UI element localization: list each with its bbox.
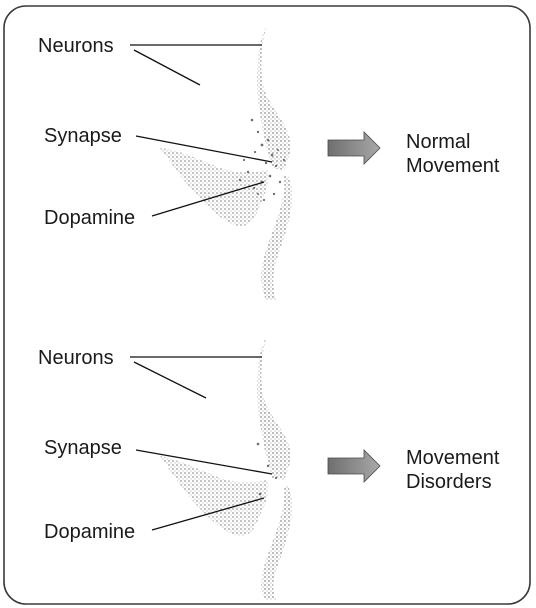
label-neurons: Neurons (38, 34, 114, 58)
outcome-label-normal: Normal Movement (406, 130, 499, 178)
outcome-label-disorder: Movement Disorders (406, 446, 499, 494)
panel-normal (130, 28, 292, 300)
lower-neuron-shape (261, 486, 292, 600)
outcome-line-1: Movement (406, 446, 499, 470)
label-dopamine: Dopamine (44, 206, 135, 230)
outcome-line-2: Disorders (406, 470, 499, 494)
right-arrow-icon (328, 450, 380, 482)
panel-disorder (130, 338, 292, 600)
label-neurons: Neurons (38, 346, 114, 370)
label-synapse: Synapse (44, 124, 122, 148)
terminal-shape (160, 148, 268, 226)
label-synapse: Synapse (44, 436, 122, 460)
upper-neuron-shape (257, 28, 290, 170)
terminal-shape (160, 456, 268, 536)
outcome-line-1: Normal (406, 130, 499, 154)
diagram-frame (4, 6, 530, 604)
upper-neuron-shape (257, 338, 290, 480)
lower-neuron-shape (261, 176, 292, 300)
outcome-line-2: Movement (406, 154, 499, 178)
label-dopamine: Dopamine (44, 520, 135, 544)
right-arrow-icon (328, 132, 380, 164)
